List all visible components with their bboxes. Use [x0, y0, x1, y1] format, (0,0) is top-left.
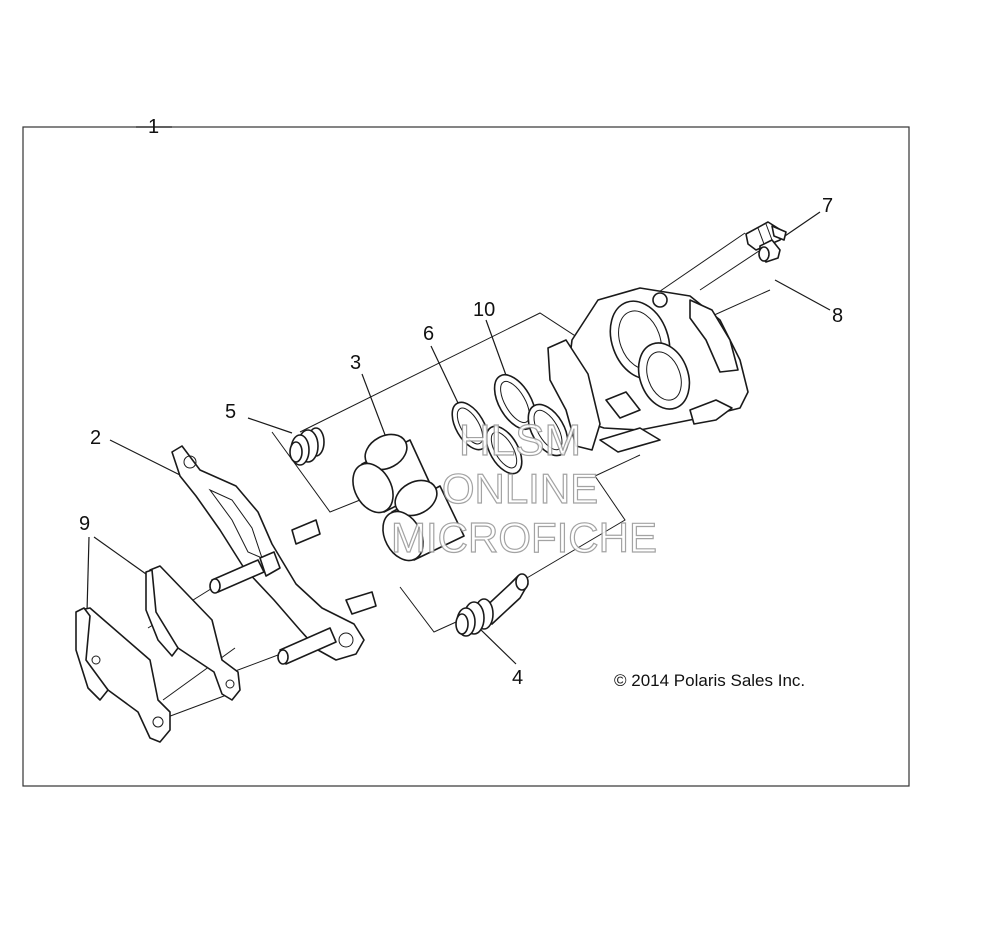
caliper-bracket: [171, 445, 377, 665]
caliper-body: [547, 287, 749, 453]
callout-10: 10: [473, 299, 495, 321]
watermark-line-3: MICROFICHE: [391, 514, 657, 561]
watermark-line-2: ONLINE: [442, 465, 598, 512]
bleeder-cap: [758, 239, 781, 263]
slide-pin-lower: [455, 573, 529, 637]
piston-lower: [382, 479, 465, 562]
callout-8: 8: [832, 305, 843, 327]
callout-2: 2: [90, 427, 101, 449]
callout-3: 3: [350, 352, 361, 374]
piston-seal: [451, 401, 523, 475]
assembly-frame: [22, 126, 910, 787]
callout-1: 1: [148, 116, 159, 138]
boot-upper: [289, 427, 325, 466]
callout-9: 9: [79, 513, 90, 535]
brake-pad-rear: [145, 565, 241, 701]
bleeder-screw: [745, 221, 787, 251]
callout-4: 4: [512, 667, 523, 689]
dust-seal: [493, 374, 569, 457]
watermark: HLSM ONLINE MICROFICHE: [390, 415, 657, 561]
copyright-notice: © 2014 Polaris Sales Inc.: [614, 671, 805, 690]
watermark-line-1: HLSM: [459, 416, 581, 465]
brake-pad-front: [75, 607, 171, 743]
callout-7: 7: [822, 195, 833, 217]
callout-6: 6: [423, 323, 434, 345]
callout-5: 5: [225, 401, 236, 423]
